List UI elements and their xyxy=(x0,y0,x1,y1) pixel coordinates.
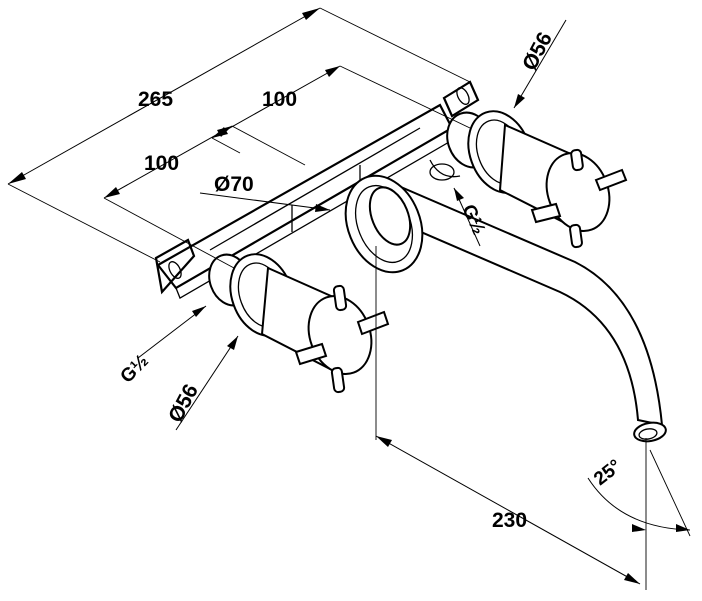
label-handle-diameter-bottom: Ø56 xyxy=(164,380,203,426)
label-overall-width: 265 xyxy=(138,88,173,111)
left-handle xyxy=(208,253,390,394)
dimension-265: 265 xyxy=(7,7,471,263)
mounting-tab-right xyxy=(442,80,480,118)
label-spout-angle: 25° xyxy=(590,456,626,490)
label-handle-diameter-top: Ø56 xyxy=(518,28,557,74)
right-handle xyxy=(446,110,628,249)
dimension-angle-25: 25° xyxy=(587,449,691,537)
label-spout-rosette: Ø70 xyxy=(214,173,254,196)
dimension-100-upper: 100 xyxy=(211,65,471,154)
label-thread-left: G½ xyxy=(116,351,152,388)
label-spacing-right: 100 xyxy=(262,88,297,111)
spout xyxy=(344,174,667,443)
thread-stub-right xyxy=(429,159,461,181)
mounting-tab-left xyxy=(154,238,196,295)
dimension-230: 230 xyxy=(375,246,647,590)
dimension-diameter-70: Ø70 xyxy=(199,173,331,212)
dimension-diameter-56-top: Ø56 xyxy=(513,19,567,109)
label-spout-projection: 230 xyxy=(492,509,527,532)
thread-left-leader: G½ xyxy=(116,305,207,388)
dimension-100-lower: 100 xyxy=(103,125,306,269)
dimension-diameter-56-bottom: Ø56 xyxy=(164,335,239,431)
label-spacing-left: 100 xyxy=(144,152,179,175)
